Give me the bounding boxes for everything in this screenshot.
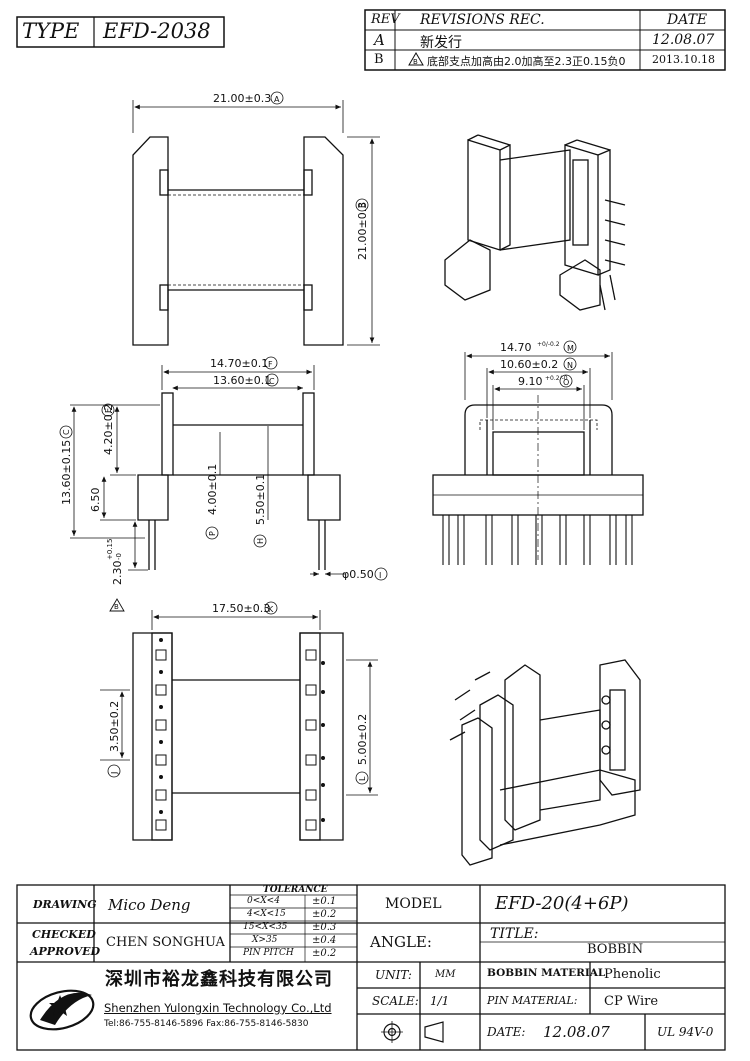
dim-side-550: 5.50±0.1: [254, 474, 267, 525]
approved-value: CHEN SONGHUA: [106, 935, 225, 950]
rev-a-desc: 新发行: [420, 35, 462, 51]
dim-front-1470-tag: M: [567, 344, 574, 353]
date-label: DATE:: [487, 1025, 526, 1039]
dim-side-inner-tag: C: [269, 377, 275, 386]
rev-b: B: [374, 52, 384, 67]
revisions-label: REVISIONS REC.: [420, 12, 545, 28]
dim-top-width-tag: A: [274, 95, 280, 104]
dim-bottom-width: 17.50±0.3: [212, 602, 270, 615]
dim-front-910-tol: +0.2/-0: [545, 375, 568, 382]
dim-pin-len-tag: B: [114, 603, 119, 611]
bobbin-material-label: BOBBIN MATERIAL: [487, 967, 606, 979]
dim-side-total: 13.60±0.15: [60, 440, 73, 505]
dim-top-height: 21.00±0.3: [356, 202, 369, 260]
dim-side-550-tag: H: [256, 538, 265, 544]
dim-bottom-left: 3.50±0.2: [108, 701, 121, 752]
dim-side-flange-tag: F: [268, 360, 273, 369]
company-cn: 深圳市裕龙鑫科技有限公司: [105, 969, 333, 990]
dim-side-upper-tag: E: [104, 408, 113, 413]
title-label: TITLE:: [490, 926, 539, 942]
model-value: EFD-20(4+6P): [495, 893, 629, 914]
tol-value-3: ±0.4: [312, 935, 337, 946]
dim-pin-len-tol-plus: +0.15: [106, 539, 114, 560]
unit-value: MM: [435, 969, 456, 980]
dim-side-650: 6.50: [89, 488, 102, 513]
company-en: Shenzhen Yulongxin Technology Co.,Ltd: [104, 1001, 332, 1015]
dim-front-910-tag: O: [563, 378, 569, 387]
dim-side-flange: 14.70±0.1: [210, 357, 268, 370]
tol-range-4: PIN PITCH: [243, 948, 294, 958]
dim-front-1470: 14.70: [500, 341, 532, 354]
type-value: EFD-2038: [103, 19, 211, 43]
dim-side-upper: 4.20±0.2: [102, 404, 115, 455]
dim-front-1060-tag: N: [567, 361, 573, 370]
dim-bottom-width-tag: K: [268, 605, 274, 614]
approved-label: APPROVED: [30, 945, 101, 958]
title-value: BOBBIN: [587, 942, 644, 957]
top-view: [132, 100, 380, 346]
dim-pin-len: 2.30: [111, 561, 124, 586]
iso-view-1: [444, 134, 626, 311]
tol-range-0: 0<X<4: [247, 896, 280, 906]
date-value: 12.08.07: [543, 1023, 610, 1041]
bottom-view: [100, 610, 378, 841]
side-view: [70, 365, 345, 577]
tol-range-2: 15<X<35: [243, 922, 288, 932]
dim-side-400: 4.00±0.1: [206, 464, 219, 515]
date-header-label: DATE: [667, 12, 708, 28]
tol-value-1: ±0.2: [312, 909, 337, 920]
dim-bottom-right: 5.00±0.2: [356, 714, 369, 765]
dim-front-1470-tol: +0/-0.2: [537, 341, 560, 348]
front-view: [432, 352, 644, 565]
company-tel: Tel:86-755-8146-5896 Fax:86-755-8146-583…: [104, 1019, 309, 1029]
drawing-value: Mico Deng: [108, 896, 191, 914]
rev-label: REV: [371, 12, 400, 27]
rev-b-date: 2013.10.18: [652, 53, 715, 66]
tol-value-4: ±0.2: [312, 948, 337, 959]
rev-b-desc: 底部支点加高由2.0加高至2.3正0.15负0: [427, 55, 626, 68]
dim-front-910: 9.10: [518, 375, 543, 388]
dim-top-height-tag: B: [358, 203, 367, 209]
scale-label: SCALE:: [372, 994, 419, 1008]
dim-pin-dia: φ0.50: [342, 568, 374, 581]
rev-a: A: [374, 31, 385, 49]
drawing-label: DRAWING: [33, 898, 97, 911]
dim-bottom-right-tag: L: [358, 776, 367, 781]
rev-a-date: 12.08.07: [652, 32, 715, 48]
ul-value: UL 94V-0: [657, 1025, 714, 1039]
tol-value-0: ±0.1: [312, 896, 337, 907]
dim-bottom-left-tag: J: [110, 772, 119, 775]
dim-pin-len-tol-minus: -0: [115, 553, 123, 560]
dim-pin-dia-tag: I: [379, 571, 381, 580]
angle-label: ANGLE:: [370, 933, 432, 951]
tolerance-label: TOLERANCE: [263, 885, 328, 895]
dim-side-inner: 13.60±0.1: [213, 374, 271, 387]
header-frame: [16, 9, 726, 71]
technical-drawing: 21.00±0.3 A 21.00±0.3 B: [59, 91, 644, 866]
pin-material-value: CP Wire: [604, 994, 659, 1009]
bobbin-material-value: Phenolic: [604, 967, 661, 982]
tol-range-3: X>35: [252, 935, 278, 945]
unit-label: UNIT:: [375, 968, 412, 982]
checked-label: CHECKED: [32, 928, 96, 941]
model-label: MODEL: [385, 896, 442, 912]
pin-material-label: PIN MATERIAL:: [487, 994, 578, 1007]
tol-range-1: 4<X<15: [247, 909, 286, 919]
iso-view-2: [449, 659, 641, 866]
dim-front-1060: 10.60±0.2: [500, 358, 558, 371]
tol-value-2: ±0.3: [312, 922, 337, 933]
type-label: TYPE: [22, 19, 80, 43]
dim-side-400-tag: P: [208, 531, 217, 536]
dim-side-total-tag: C: [62, 429, 71, 435]
dim-top-width: 21.00±0.3: [213, 92, 271, 105]
scale-value: 1/1: [430, 994, 450, 1008]
